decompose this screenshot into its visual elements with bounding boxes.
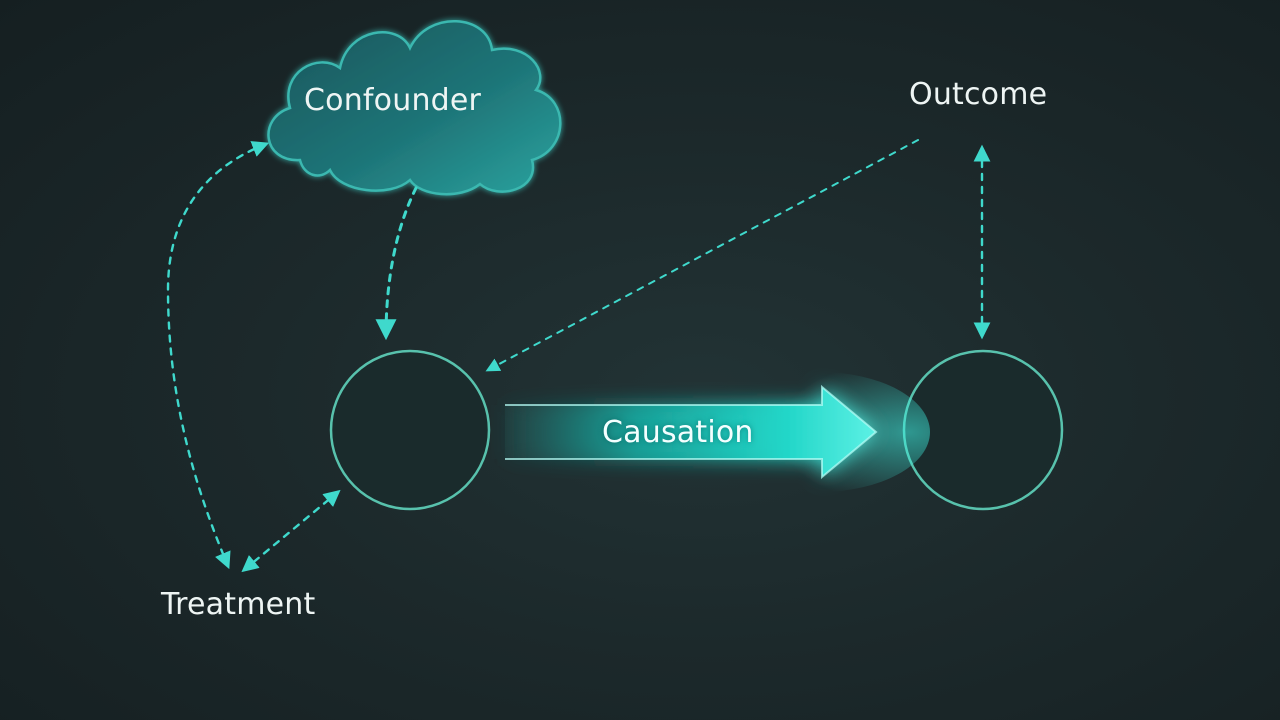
edge-confounder-treatment — [166, 141, 270, 570]
confounder-cloud — [267, 20, 562, 196]
causation-arrow — [505, 372, 930, 492]
edge-confounder-treatment-node — [375, 186, 418, 341]
edge-outcome-treatment-node — [485, 139, 919, 372]
treatment-node — [329, 349, 491, 511]
treatment-label: Treatment — [161, 587, 316, 622]
edge-treatment-treatment-node — [241, 489, 341, 573]
outcome-label: Outcome — [909, 77, 1048, 112]
confounder-label: Confounder — [304, 83, 482, 118]
causation-label: Causation — [602, 415, 754, 450]
